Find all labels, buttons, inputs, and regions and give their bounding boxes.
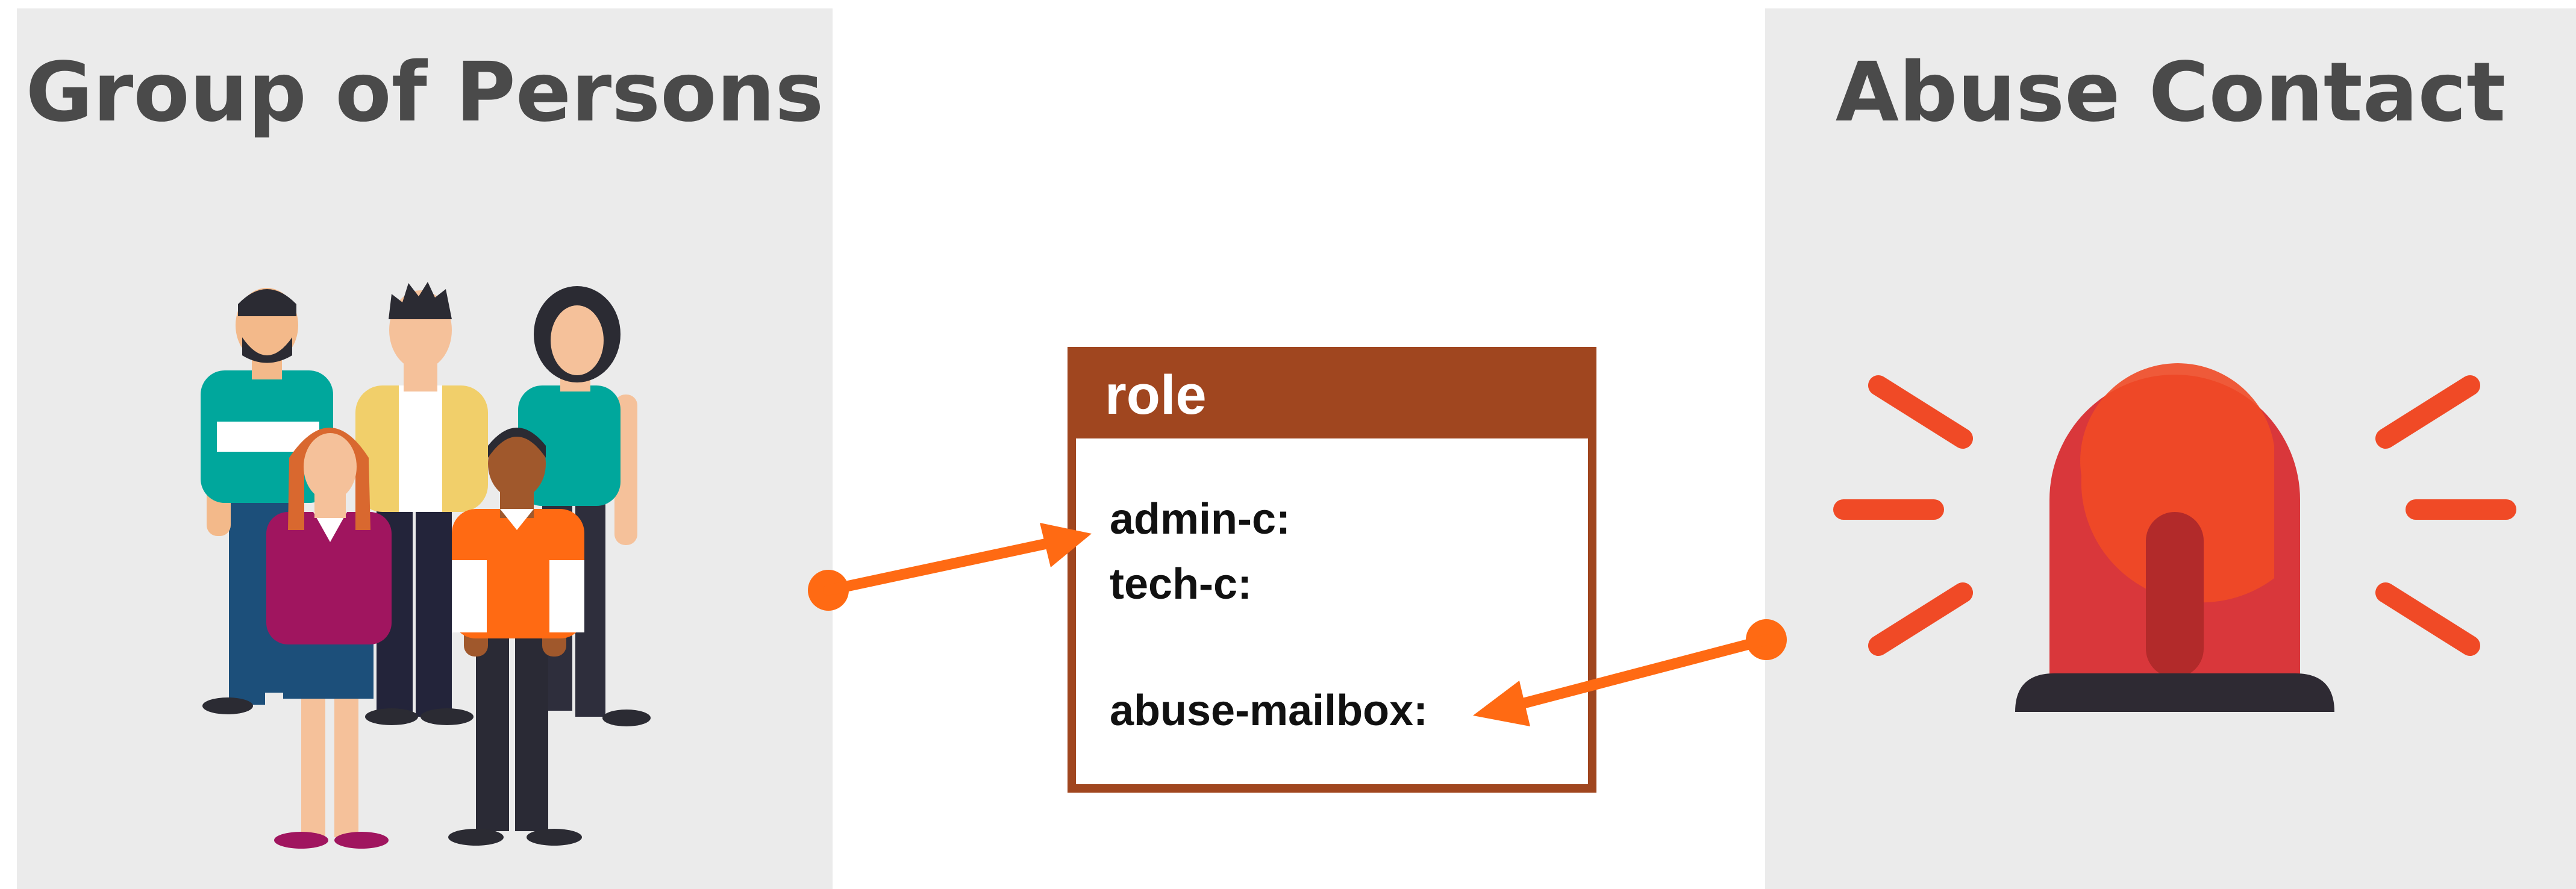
role-field-tech-c: tech-c: xyxy=(1110,560,1252,608)
abuse-contact-panel: Abuse Contact xyxy=(1765,8,2576,889)
siren-base xyxy=(2015,673,2334,712)
role-title: role xyxy=(1105,364,1207,426)
role-field-abuse-mailbox: abuse-mailbox: xyxy=(1110,687,1428,735)
role-header: role xyxy=(1076,355,1588,438)
siren-light-rays xyxy=(1833,375,2516,656)
group-of-persons-title: Group of Persons xyxy=(25,45,824,140)
abuse-contact-title: Abuse Contact xyxy=(1835,45,2506,140)
person-woman-magenta-blazer xyxy=(266,428,392,849)
role-field-admin-c: admin-c: xyxy=(1110,495,1291,543)
arrow-abuse-contact-to-mailbox xyxy=(1473,619,1787,726)
siren-inner-bulb xyxy=(2146,512,2204,678)
group-of-persons-panel: Group of Persons xyxy=(17,8,833,889)
person-man-orange-polo xyxy=(448,428,584,846)
arrow-persons-to-admin-tech xyxy=(808,523,1092,611)
